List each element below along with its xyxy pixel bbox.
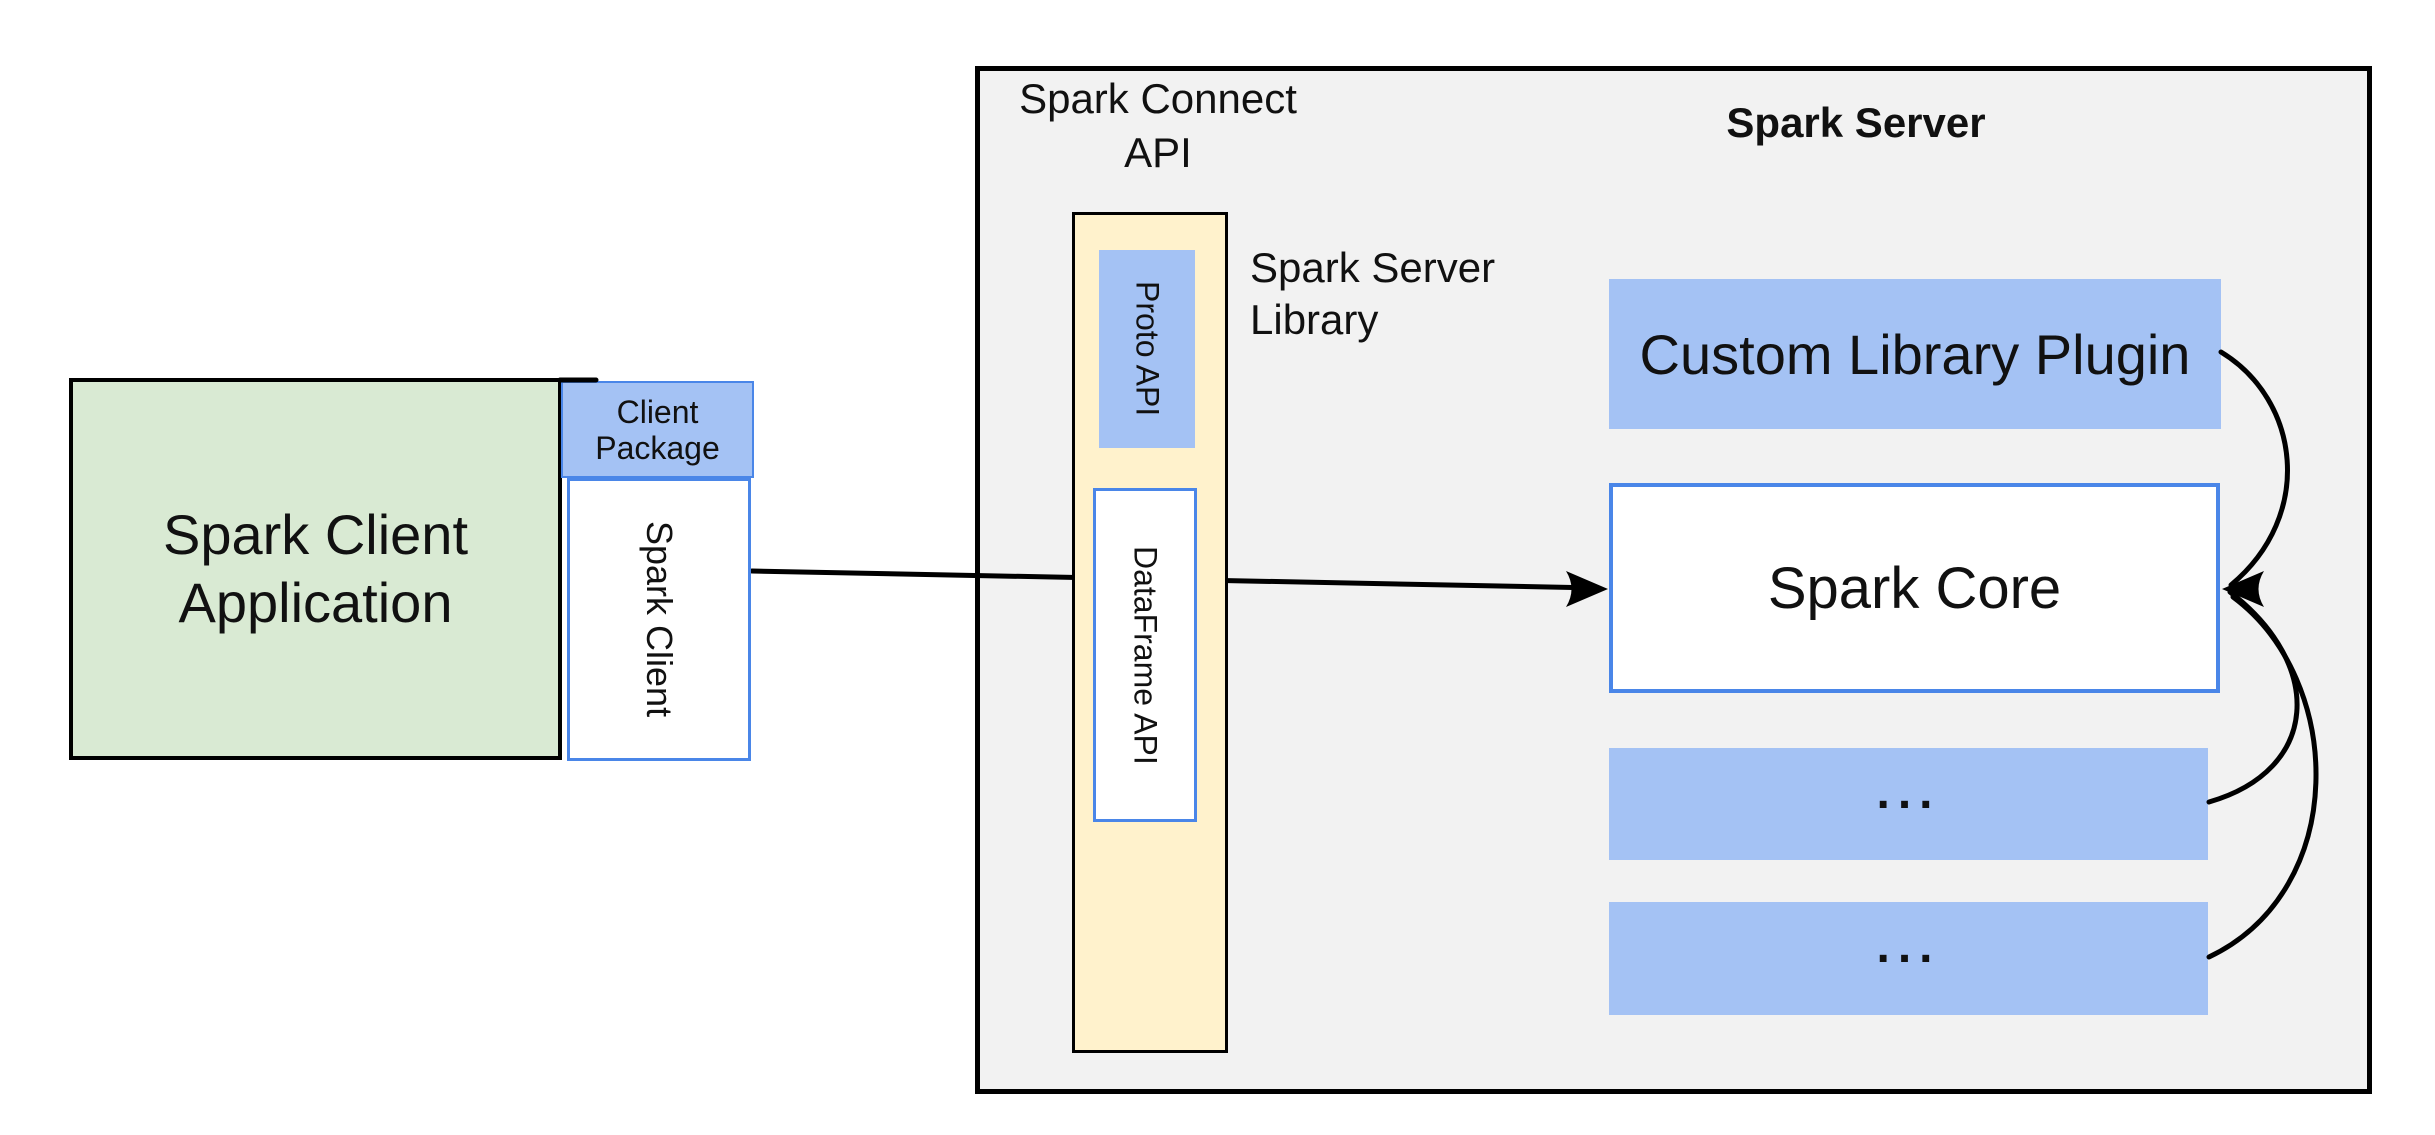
custom-library-plugin-box: Custom Library Plugin <box>1609 279 2221 429</box>
spark-client-box: Spark Client <box>567 478 751 761</box>
client-package-box: Client Package <box>561 381 754 478</box>
dataframe-api-box: DataFrame API <box>1093 488 1197 822</box>
spark-client-application-box: Spark Client Application <box>69 378 562 760</box>
dataframe-api-label: DataFrame API <box>1127 545 1164 765</box>
spark-core-box: Spark Core <box>1609 483 2220 693</box>
custom-library-plugin-label: Custom Library Plugin <box>1639 322 2191 386</box>
client-package-label: Client Package <box>595 393 720 466</box>
spark-core-label: Spark Core <box>1767 555 2062 621</box>
plugin-slot-2-label: ... <box>1876 920 1941 973</box>
proto-api-box: Proto API <box>1099 250 1195 448</box>
spark-client-application-label: Spark Client Application <box>162 503 469 634</box>
proto-api-label: Proto API <box>1129 281 1166 417</box>
spark-client-label: Spark Client <box>639 521 680 718</box>
spark-connect-api-title: Spark Connect API <box>1019 75 1297 176</box>
plugin-slot-box-2: ... <box>1609 902 2208 1015</box>
spark-server-library-label: Spark Server Library <box>1250 244 1496 343</box>
plugin-slot-1-label: ... <box>1876 765 1941 819</box>
plugin-slot-box-1: ... <box>1609 748 2208 860</box>
spark-server-title: Spark Server <box>1726 99 1986 146</box>
